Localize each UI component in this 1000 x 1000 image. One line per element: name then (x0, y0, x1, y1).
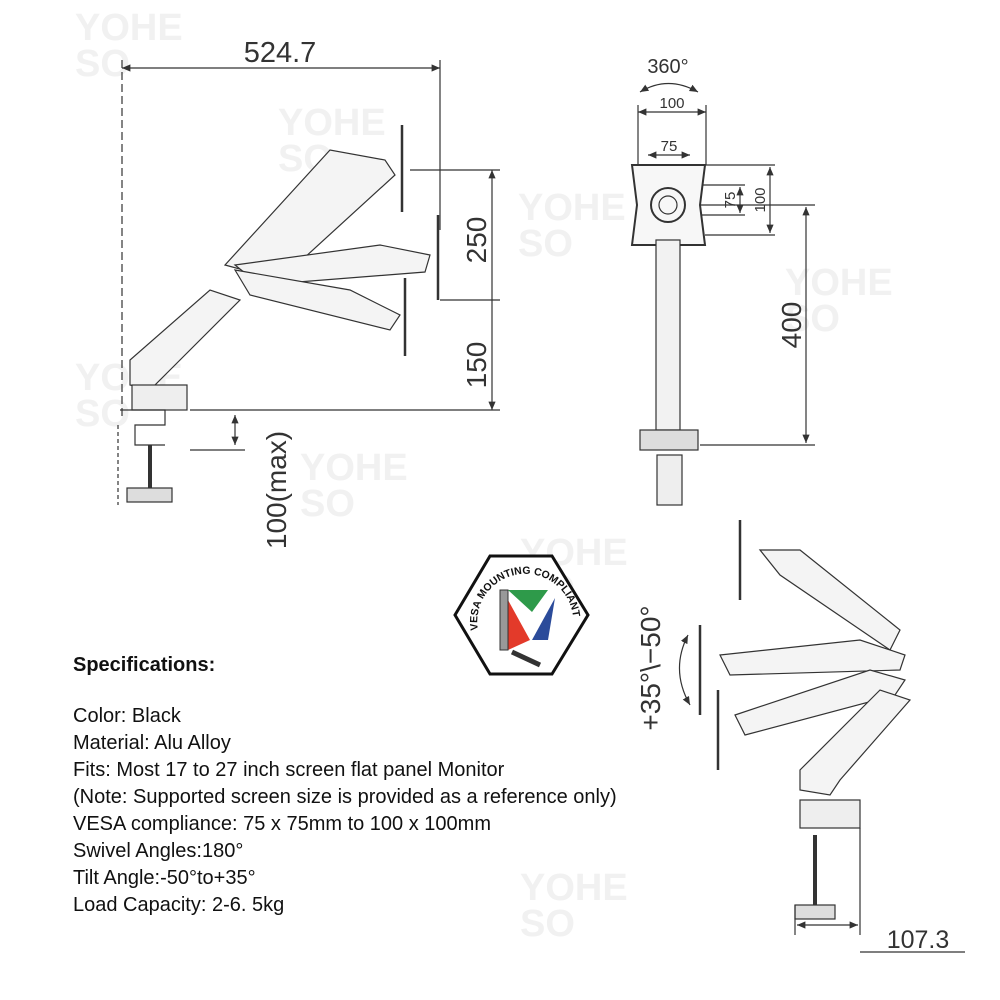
arm-lower (233, 269, 401, 331)
spec-fits: Fits: Most 17 to 27 inch screen flat pan… (73, 759, 505, 781)
upper-height-label: 250 (461, 217, 492, 264)
arm-base (129, 289, 242, 391)
vesa-outer-label: 100 (659, 95, 684, 112)
spec-vesa: VESA compliance: 75 x 75mm to 100 x 100m… (73, 813, 491, 835)
pole-height-label: 400 (776, 302, 807, 349)
tilt-view (678, 520, 965, 953)
rotation-label: 360° (647, 56, 688, 78)
specifications: Specifications: Color: Black Material: A… (73, 654, 617, 919)
base-depth-label: 107.3 (887, 926, 950, 954)
front-view (630, 83, 815, 506)
lower-height-label: 150 (461, 342, 492, 389)
pole (655, 239, 681, 431)
vesa-inner-label: 75 (661, 138, 678, 155)
side-view (117, 60, 500, 505)
spec-tilt: Tilt Angle:-50°to+35° (73, 867, 256, 889)
spec-material: Material: Alu Alloy (73, 732, 231, 754)
vesa-plate (630, 164, 707, 246)
vesa-outer-vertical-label: 100 (752, 187, 769, 212)
spec-load: Load Capacity: 2-6. 5kg (73, 894, 285, 916)
width-label: 524.7 (244, 37, 317, 69)
vesa-inner-vertical-label: 75 (722, 192, 739, 209)
tilt-label: +35°\−50° (635, 605, 666, 730)
clamp-label: 100(max) (261, 431, 292, 549)
spec-swivel: Swivel Angles:180° (73, 840, 244, 862)
specs-title: Specifications: (73, 654, 216, 676)
spec-note: (Note: Supported screen size is provided… (73, 786, 617, 808)
spec-color: Color: Black (73, 705, 181, 727)
vesa-compliant-badge: VESA MOUNTING COMPLIANT (453, 554, 590, 676)
